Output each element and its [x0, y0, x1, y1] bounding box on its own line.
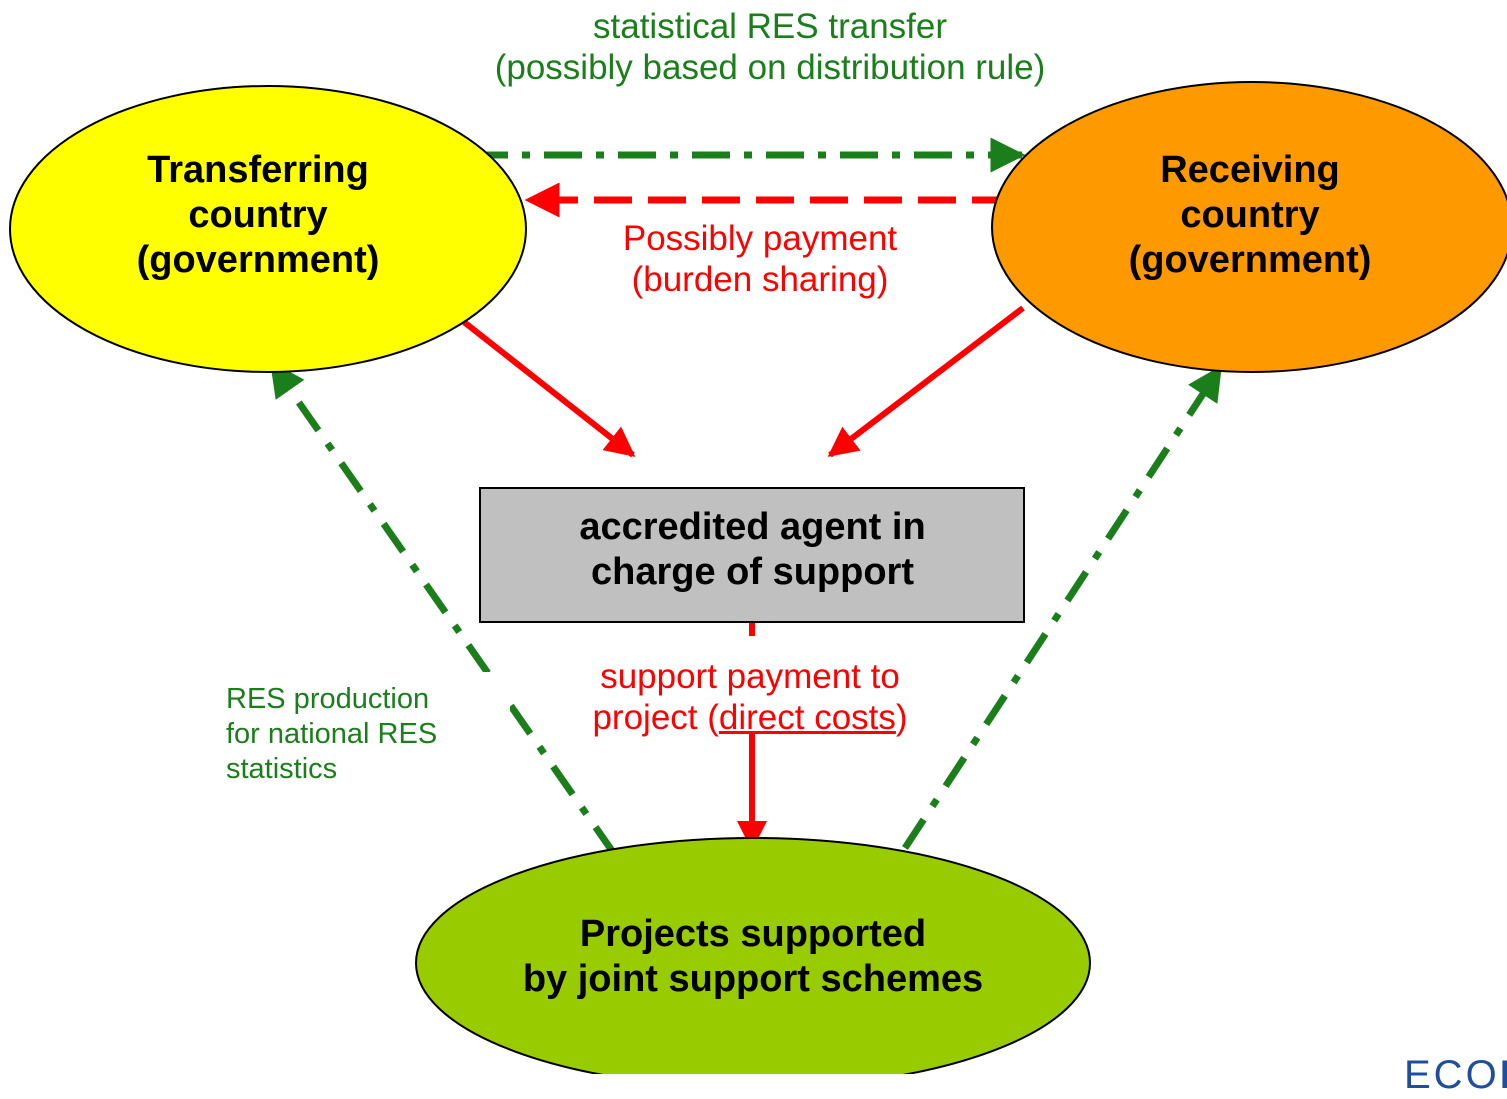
receiving-country-node	[991, 81, 1507, 373]
agent-line-1: accredited agent in	[579, 506, 926, 548]
support-suffix: )	[895, 698, 908, 738]
transferring-line-1: Transferring	[147, 149, 369, 191]
res-line-2: for national RES	[226, 717, 438, 750]
agent-line-2: charge of support	[590, 550, 915, 593]
receiving-line-3: (government)	[1128, 238, 1372, 281]
support-prefix: project (	[592, 698, 719, 738]
transferring-country-node	[9, 85, 527, 373]
res-production-left-arrow	[269, 361, 618, 858]
res-production-label: RES production for national RES statisti…	[226, 682, 437, 786]
receiving-line-1: Receiving	[1160, 149, 1340, 191]
support-payment-label: support payment to project (direct costs…	[520, 656, 980, 739]
projects-line-1: Projects supported	[579, 913, 927, 955]
logo-bold: FY	[1500, 1053, 1507, 1097]
projects-line-2: by joint support schemes	[522, 957, 984, 1000]
support-direct-costs: direct costs	[718, 698, 896, 738]
receiving-to-agent-arrow	[827, 305, 1025, 458]
projects-node	[415, 837, 1091, 1074]
accredited-agent-box	[479, 487, 1025, 623]
res-line-3: statistics	[226, 752, 338, 785]
projects-label: Projects supported by joint support sche…	[418, 912, 1088, 1002]
support-line-1: support payment to	[600, 657, 900, 696]
statistical-transfer-label: statistical RES transfer (possibly based…	[380, 6, 1160, 89]
statistical-transfer-line-1: statistical RES transfer	[593, 7, 947, 46]
flow-diagram	[9, 81, 1507, 1074]
accredited-agent-label: accredited agent in charge of support	[480, 505, 1025, 595]
payment-label: Possibly payment (burden sharing)	[540, 218, 980, 301]
ecofys-logo: ECOFY	[1404, 1052, 1507, 1099]
receiving-country-label: Receiving country (government)	[1080, 148, 1420, 282]
res-line-1: RES production	[226, 683, 430, 715]
payment-line-1: Possibly payment	[622, 219, 898, 258]
logo-light: ECO	[1404, 1053, 1500, 1097]
transferring-line-3: (government)	[136, 238, 380, 281]
payment-line-2: (burden sharing)	[631, 260, 889, 300]
receiving-line-2: country	[1180, 193, 1320, 236]
statistical-transfer-line-2: (possibly based on distribution rule)	[494, 48, 1046, 88]
transferring-line-2: country	[188, 193, 328, 236]
res-production-right-arrow	[902, 365, 1223, 850]
label-backdrop	[470, 672, 510, 742]
support-line-2: project (direct costs)	[520, 697, 980, 738]
transferring-to-agent-arrow	[462, 319, 636, 458]
transferring-country-label: Transferring country (government)	[88, 148, 428, 282]
